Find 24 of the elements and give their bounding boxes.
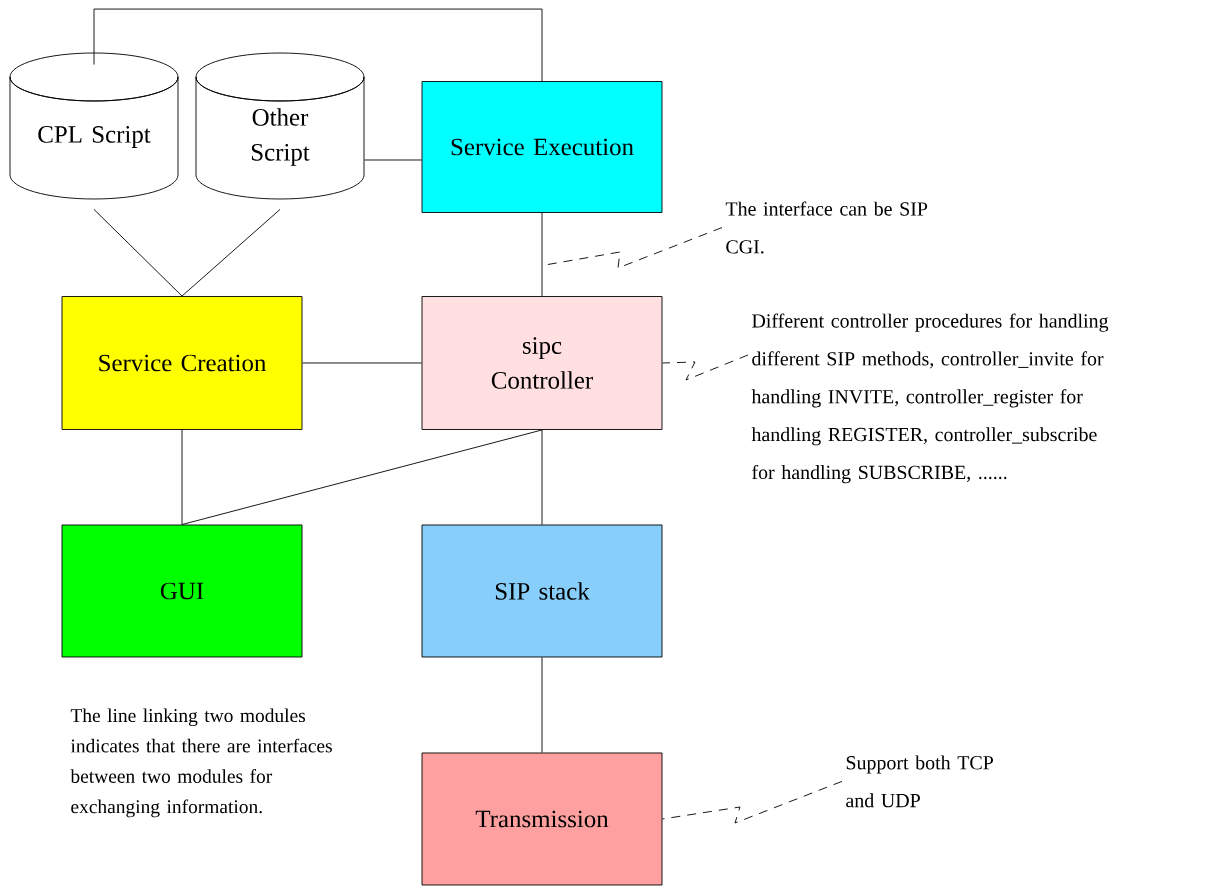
module-box: GUI [61,524,303,658]
note-text: Support both TCP and UDP [846,755,993,808]
connector-line [93,8,543,82]
note-text: The line linking two modules indicates that there are interfaces between two modules for exchanging information. [70,708,332,818]
connector-line [541,429,543,525]
module-box: SIP stack [421,524,663,658]
connector-line [181,209,281,297]
note-text: Different controller procedures for handling different SIP methods, controller_invite for handling INVITE, controller_register for handling REGISTER, controller_subscribe for handling SUBSCRIBE, ...... [751,313,1109,484]
script-cylinder: CPL Script [9,52,179,200]
script-cylinder: Other Script [195,52,365,200]
leader-line [662,354,749,381]
connector-line [181,429,543,525]
leader-line [662,780,843,824]
connector-line [302,362,422,364]
module-box: sipc Controller [421,296,663,430]
connector-line [364,159,422,161]
note-text: The interface can be SIP CGI. [725,201,928,254]
connector-line [541,657,543,753]
module-box: Service Creation [61,296,303,430]
module-box: Service Execution [421,81,663,213]
connector-line [93,209,183,297]
module-box: Transmission [421,752,663,886]
connector-line [541,212,543,297]
connector-line [181,429,183,525]
